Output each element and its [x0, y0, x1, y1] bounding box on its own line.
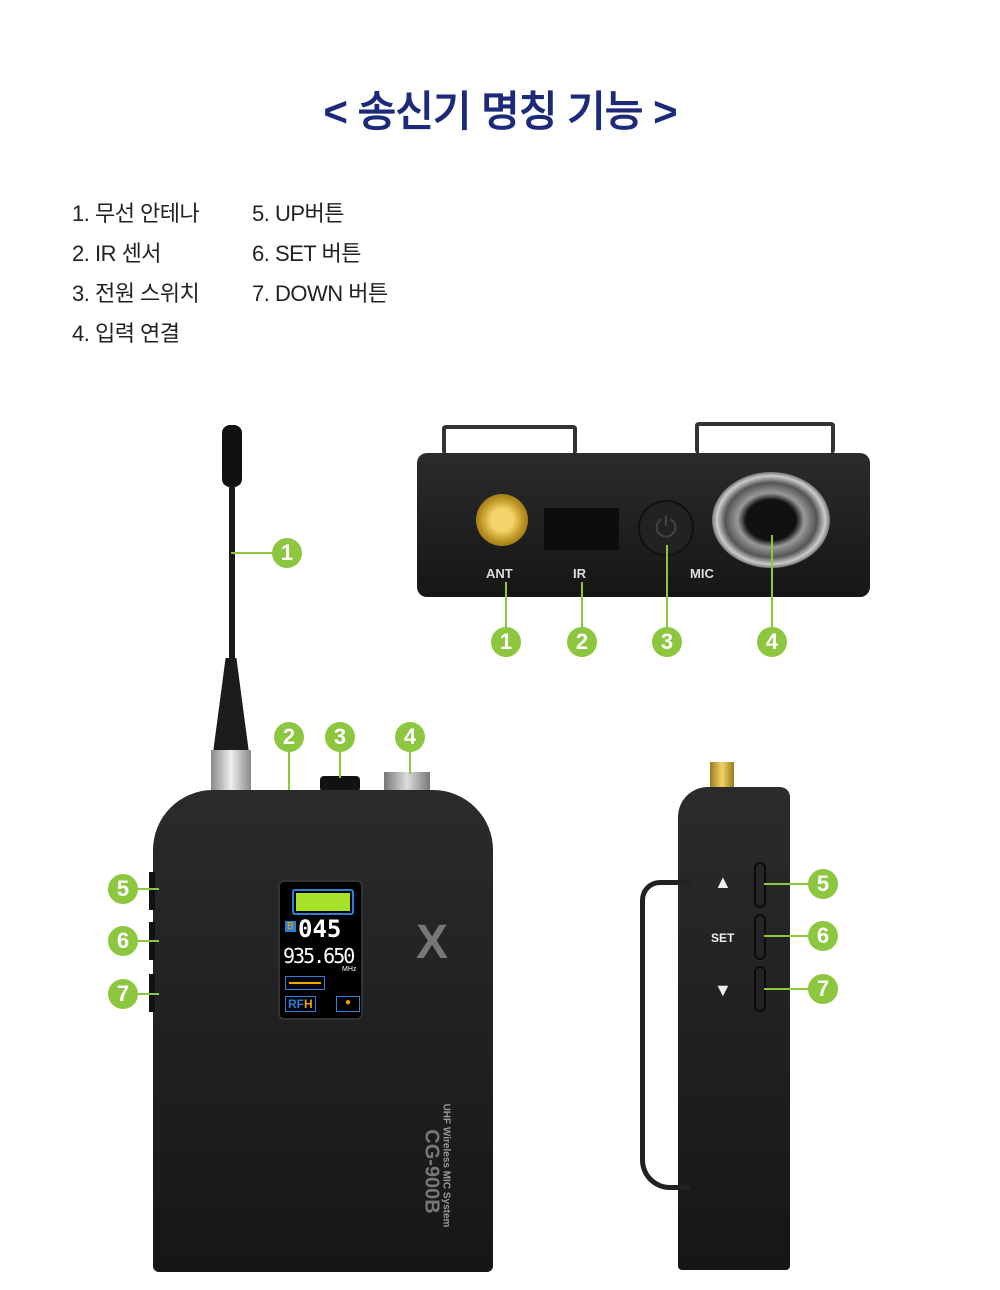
lcd-frequency: 935.650 — [283, 944, 355, 968]
antenna-base — [213, 658, 249, 753]
up-arrow-icon: ▲ — [714, 872, 732, 892]
ir-sensor — [544, 508, 619, 550]
lcd-rf-level: H — [304, 997, 313, 1011]
belt-clip — [640, 880, 690, 1190]
set-button[interactable] — [754, 914, 766, 960]
lcd-screen: B 045 935.650 MHz RFH ● — [278, 880, 363, 1020]
part-label: 4. 입력 연결 — [72, 321, 180, 346]
up-button[interactable] — [149, 872, 155, 910]
up-button[interactable] — [754, 862, 766, 908]
lcd-level-bar — [285, 976, 325, 990]
antenna-tip — [222, 425, 242, 487]
callout-7: 7 — [108, 979, 138, 1009]
part-label: 7. DOWN 버튼 — [252, 281, 388, 306]
lcd-channel: 045 — [298, 915, 342, 943]
mic-input — [384, 772, 430, 790]
lcd-group: B — [285, 921, 296, 932]
callout-6: 6 — [108, 926, 138, 956]
ant-label: ANT — [486, 566, 513, 581]
transmitter-front — [153, 790, 493, 1272]
page-title: < 송신기 명칭 기능 > — [323, 88, 677, 135]
callout-4: 4 — [757, 627, 787, 657]
power-icon: ⏻ — [638, 500, 694, 556]
mic-label: MIC — [690, 566, 714, 581]
antenna-connector-icon — [476, 494, 528, 546]
callout-1: 1 — [491, 627, 521, 657]
part-label: 5. UP버튼 — [252, 201, 345, 226]
part-label: 2. IR 센서 — [72, 241, 162, 266]
ir-label: IR — [573, 566, 586, 581]
callout-3: 3 — [325, 722, 355, 752]
power-switch — [320, 776, 360, 792]
battery-icon — [292, 889, 354, 915]
callout-2: 2 — [274, 722, 304, 752]
model-label: CG-900B — [420, 1129, 443, 1214]
transmitter-side — [678, 787, 790, 1270]
lcd-unit: MHz — [342, 966, 357, 973]
part-label: 3. 전원 스위치 — [72, 281, 200, 306]
belt-clip — [442, 425, 577, 455]
callout-5: 5 — [808, 869, 838, 899]
antenna — [229, 485, 235, 660]
brand-logo: X — [416, 916, 449, 969]
part-label: 6. SET 버튼 — [252, 241, 361, 266]
callout-6: 6 — [808, 921, 838, 951]
mic-icon: ● — [336, 996, 360, 1012]
lcd-rf-label: RF — [288, 997, 304, 1011]
belt-clip — [695, 422, 835, 454]
antenna-connector — [710, 762, 734, 790]
callout-5: 5 — [108, 874, 138, 904]
set-label: SET — [711, 931, 735, 945]
callout-2: 2 — [567, 627, 597, 657]
callout-4: 4 — [395, 722, 425, 752]
down-arrow-icon: ▼ — [714, 980, 732, 1000]
antenna-connector — [211, 750, 251, 790]
part-label: 1. 무선 안테나 — [72, 201, 200, 226]
callout-3: 3 — [652, 627, 682, 657]
callout-1: 1 — [272, 538, 302, 568]
lcd-rf: RFH — [285, 996, 316, 1012]
callout-7: 7 — [808, 974, 838, 1004]
